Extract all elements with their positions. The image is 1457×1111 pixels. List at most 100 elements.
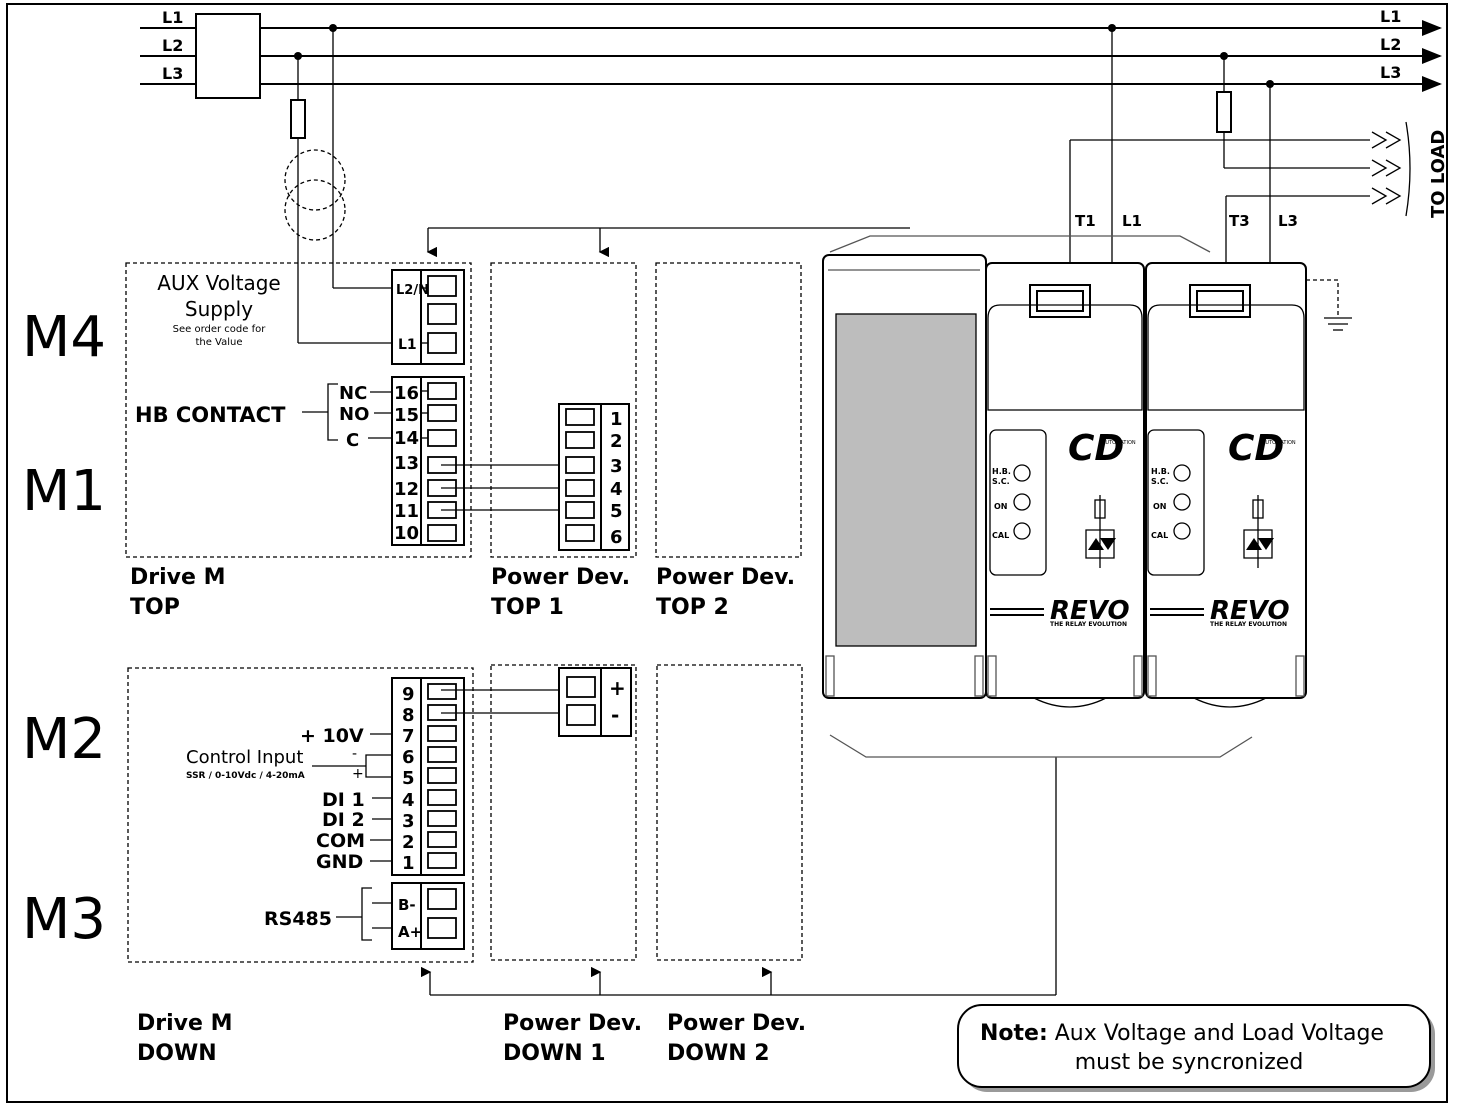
- m1-num-12: 12: [394, 479, 419, 500]
- dev1-on-led: [1013, 493, 1031, 511]
- m2-label-gnd: GND: [316, 851, 363, 873]
- load-wiring: TO LOAD T1 L1 T3 L3: [1069, 28, 1449, 262]
- pdt-num-3: 3: [610, 456, 623, 477]
- hb-contact-label: HB CONTACT: [135, 403, 286, 427]
- module-m4-label: M4: [22, 305, 106, 370]
- m2-num-5: 5: [402, 768, 415, 789]
- module-m1-label: M1: [22, 459, 106, 524]
- m1-num-15: 15: [394, 405, 419, 426]
- dev1-hb-led: [1013, 464, 1031, 482]
- m2-label-com: COM: [316, 830, 365, 852]
- m1-num-13: 13: [394, 453, 419, 474]
- drive-down-zone: [127, 667, 474, 963]
- caption-pdt1-2: TOP 1: [491, 595, 564, 620]
- dev1-brand: CD: [1068, 428, 1124, 469]
- caption-pdt2-2: TOP 2: [656, 595, 729, 620]
- caption-pdt1-1: Power Dev.: [491, 565, 630, 590]
- aux-wiring: [284, 28, 397, 344]
- caption-pdd2-1: Power Dev.: [667, 1011, 806, 1036]
- control-input-label: Control Input: [186, 747, 303, 768]
- transformer-coil-1: [284, 149, 346, 211]
- label-l1-right: L1: [1380, 7, 1401, 26]
- m2-num-7: 7: [402, 726, 415, 747]
- caption-pdt2-1: Power Dev.: [656, 565, 795, 590]
- pd-down2-zone: [656, 664, 803, 961]
- dev1-hb-led-label: H.B.: [992, 467, 1011, 476]
- dev1-brand-sub: AUTOMATION: [1102, 440, 1136, 446]
- m4-terminal-l2n: [427, 275, 457, 297]
- dev1-product: REVO: [1050, 596, 1130, 626]
- drive-top-zone: [125, 262, 472, 558]
- caption-drive-top-2: TOP: [130, 595, 180, 620]
- to-load-label: TO LOAD: [1428, 130, 1449, 218]
- top-bus: [426, 227, 910, 258]
- module-m3-label: M3: [22, 887, 106, 952]
- dev2-thyristor-icon: [1243, 495, 1274, 568]
- filter-box: [195, 13, 261, 99]
- pdt-num-5: 5: [610, 501, 623, 522]
- dev2-cal-led-label: CAL: [1151, 531, 1168, 540]
- revo-device-drawing: H.B. S.C. ON CAL CD AUTOMATION REVO THE …: [822, 235, 1352, 758]
- label-l2-right: L2: [1380, 35, 1401, 54]
- pdt-num-6: 6: [610, 527, 623, 548]
- ground-icon: [1306, 279, 1352, 331]
- m4-label-l2n: L2/N: [396, 283, 429, 298]
- dev2-on-led: [1173, 493, 1191, 511]
- dev1-sc-led-label: S.C.: [992, 477, 1010, 486]
- pdd-minus: -: [611, 703, 619, 727]
- hb-nc-label: NC: [339, 383, 367, 404]
- m2-num-1: 1: [402, 853, 415, 874]
- pdt-num-4: 4: [610, 479, 623, 500]
- aux-title-line1: AUX Voltage: [157, 271, 280, 295]
- m1-num-11: 11: [394, 501, 419, 522]
- caption-pdd2-2: DOWN 2: [667, 1041, 770, 1066]
- note-box: Note: Aux Voltage and Load Voltage must …: [957, 1004, 1435, 1092]
- aux-note-line2: the Value: [195, 337, 242, 348]
- m1-block: 16 15 14 13 12 11 10 HB CONTACT NC NO C: [135, 376, 578, 546]
- note-line2: must be syncronized: [1075, 1050, 1304, 1075]
- dev2-sc-led-label: S.C.: [1151, 477, 1169, 486]
- label-l3-left: L3: [162, 64, 183, 83]
- dev1-cal-led-label: CAL: [992, 531, 1009, 540]
- label-l3-right: L3: [1380, 63, 1401, 82]
- rs485-label: RS485: [264, 908, 332, 930]
- dev1-cal-led: [1013, 522, 1031, 540]
- m2-num-6: 6: [402, 747, 415, 768]
- label-l1-left: L1: [162, 8, 183, 27]
- pd-down1-connector: + -: [558, 667, 632, 737]
- m4-label-l1: L1: [398, 337, 417, 353]
- caption-drive-down-1: Drive M: [137, 1011, 232, 1036]
- m2-num-3: 3: [402, 811, 415, 832]
- m4-terminal-empty: [427, 303, 457, 325]
- dev2-brand-sub: AUTOMATION: [1262, 440, 1296, 446]
- hb-no-label: NO: [339, 404, 369, 425]
- dev1-product-sub: THE RELAY EVOLUTION: [1050, 621, 1127, 628]
- power-module-2: [1145, 262, 1307, 699]
- bottom-bus: [420, 757, 1057, 996]
- dev2-brand: CD: [1228, 428, 1284, 469]
- module-m2-label: M2: [22, 707, 106, 772]
- m2-num-9: 9: [402, 684, 415, 705]
- label-t3: T3: [1229, 212, 1250, 230]
- power-module-1: [985, 262, 1145, 699]
- drive-module-screen: [835, 313, 977, 647]
- m3-a-label: A+: [398, 923, 422, 941]
- dev1-thyristor-icon: [1085, 495, 1116, 568]
- caption-drive-top-1: Drive M: [130, 565, 225, 590]
- aux-note-line1: See order code for: [173, 324, 267, 335]
- label-l3-device: L3: [1278, 212, 1298, 230]
- aux-title-line2: Supply: [185, 297, 253, 321]
- m2-block: 9 8 7 6 5 4 3 2 1 + 10V Control Input SS…: [186, 677, 578, 876]
- m1-terminals: [427, 382, 457, 542]
- m3-b-label: B-: [398, 896, 416, 914]
- pd-top1-zone: [490, 262, 637, 558]
- caption-pdd1-1: Power Dev.: [503, 1011, 642, 1036]
- note-bold: Note:: [980, 1021, 1048, 1046]
- m2-terminals: [427, 683, 457, 869]
- pd-top1-connector: 1 2 3 4 5 6: [558, 403, 630, 551]
- pdt-num-2: 2: [610, 431, 623, 452]
- m2-label-di2: DI 2: [322, 809, 365, 831]
- note-line1: Note: Aux Voltage and Load Voltage: [980, 1021, 1384, 1046]
